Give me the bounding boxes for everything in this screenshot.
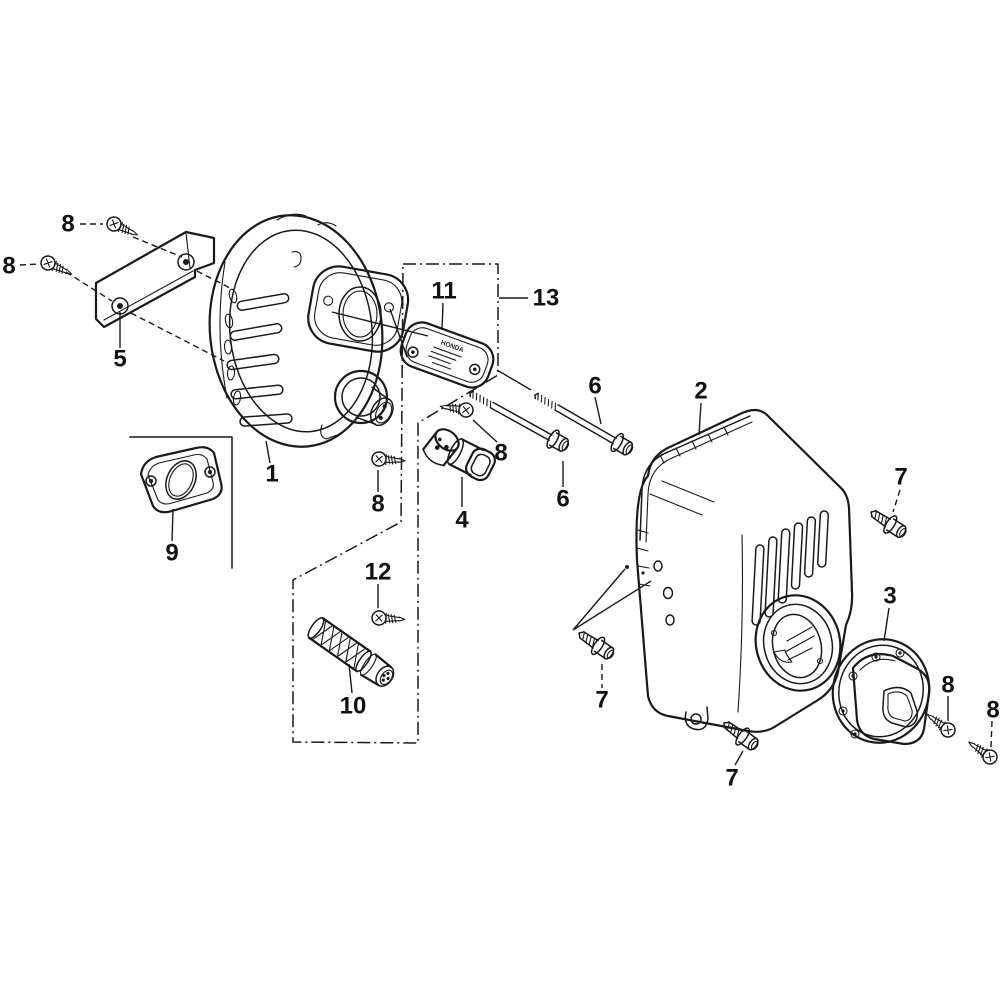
part-7-flange-bolt [870,509,907,539]
callout-8: 8 [371,491,384,518]
part-12-screw [371,610,406,626]
part-3-exhaust-deflector [831,638,931,746]
callout-2: 2 [694,378,707,405]
assembly-boundary-13 [292,263,499,744]
part-8-screw [371,451,406,467]
callout-labels: 8 8 5 1 9 11 13 8 8 4 6 6 2 12 10 7 3 7 … [2,211,999,792]
gasket-box-frame [129,436,233,569]
callout-11: 11 [431,278,456,305]
part-7-flange-bolt [723,721,759,751]
callout-5: 5 [113,346,126,373]
callout-8: 8 [61,211,74,238]
part-4-exhaust-pipe [422,428,496,482]
part-11-caution-plate: HONDA [399,321,495,389]
callout-13: 13 [533,285,560,312]
callout-9: 9 [165,540,178,567]
callout-8: 8 [2,253,15,280]
callout-8: 8 [494,440,507,467]
part-8-screw [106,216,139,236]
part-6-flange-bolt [469,390,570,452]
part-10-spark-arrester [307,617,395,687]
part-1-muffler-protector [208,213,410,448]
part-5-stay-bracket [94,230,216,329]
plate-brand-text: HONDA [440,339,465,354]
callout-12: 12 [365,559,392,586]
part-8-screw [926,713,956,738]
callout-6: 6 [588,373,601,400]
callout-7: 7 [595,687,608,714]
part-8-screw [40,255,73,275]
part-8-screw [968,741,998,765]
callout-7: 7 [725,765,738,792]
callout-4: 4 [455,507,469,534]
part-7-flange-bolt [578,631,615,660]
part-8-screw [439,402,474,418]
callout-1: 1 [265,461,278,488]
part-9-exhaust-gasket [139,446,223,514]
callout-10: 10 [340,693,367,720]
callout-7: 7 [894,464,907,491]
callout-8: 8 [986,697,999,724]
callout-8: 8 [941,672,954,699]
callout-3: 3 [883,583,896,610]
part-2-muffler-body [625,408,854,733]
part-6-flange-bolt [534,392,634,456]
leader-lines [19,223,993,766]
callout-6: 6 [556,486,569,513]
